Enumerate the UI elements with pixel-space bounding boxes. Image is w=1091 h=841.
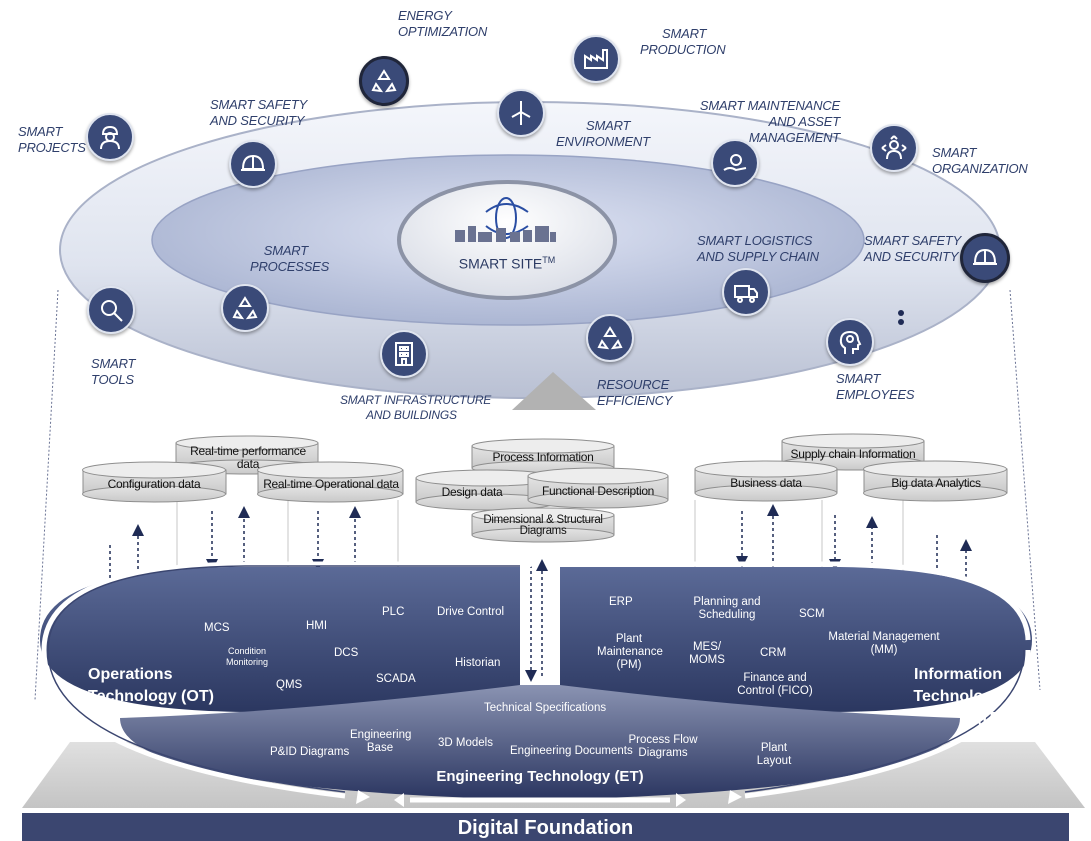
smart-site-title: SMART SITETM <box>458 255 556 272</box>
truck-icon <box>722 268 770 316</box>
it-erp: ERP <box>609 596 633 608</box>
db-process-information: Process Information <box>492 450 594 464</box>
et-pid-diagrams: P&ID Diagrams <box>270 746 350 758</box>
ot-historian: Historian <box>455 657 501 669</box>
it-mes-moms: MES/MOMS <box>689 641 725 666</box>
db-dimensional-structural: Dimensional & Structural Diagrams <box>483 514 603 537</box>
head-gear-icon <box>826 318 874 366</box>
et-engineering-documents: Engineering Documents <box>510 745 633 757</box>
wind-turbine-icon <box>497 89 545 137</box>
recycle-icon <box>586 314 634 362</box>
db-configuration: Configuration data <box>107 477 201 491</box>
et-title: Engineering Technology (ET) <box>436 768 644 785</box>
building-icon <box>380 330 428 378</box>
et-3d-models: 3D Models <box>438 737 493 749</box>
db-realtime-performance: Real-time performance data <box>190 444 306 471</box>
db-realtime-operational: Real-time Operational data <box>263 477 399 491</box>
recycle-icon <box>221 284 269 332</box>
helmet-icon <box>229 140 277 188</box>
gear-hand-icon <box>711 139 759 187</box>
it-scm: SCM <box>799 608 825 620</box>
it-material-management: Material Management(MM) <box>828 631 940 656</box>
ot-qms: QMS <box>276 679 303 691</box>
engineer-icon <box>86 113 134 161</box>
ot-plc: PLC <box>382 606 405 618</box>
recycle-icon <box>359 56 409 106</box>
db-business: Business data <box>730 476 802 490</box>
et-technical-specifications: Technical Specifications <box>484 702 607 714</box>
db-big-data: Big data Analytics <box>891 476 981 490</box>
ot-mcs: MCS <box>204 622 230 634</box>
digital-foundation-label: Digital Foundation <box>457 817 634 839</box>
db-functional-description: Functional Description <box>541 484 655 498</box>
helmet-icon <box>960 233 1010 283</box>
foundation-bar <box>22 813 1069 841</box>
ot-hmi: HMI <box>306 620 328 632</box>
db-supply-chain: Supply chain Information <box>790 447 916 461</box>
organization-icon <box>870 124 918 172</box>
factory-icon <box>572 35 620 83</box>
magnifier-icon <box>87 286 135 334</box>
ot-dcs: DCS <box>334 647 359 659</box>
ot-drive-control: Drive Control <box>437 606 505 618</box>
db-cylinders <box>82 433 1008 543</box>
it-crm: CRM <box>760 647 787 659</box>
ot-scada: SCADA <box>376 673 416 685</box>
db-design: Design data <box>441 485 503 499</box>
